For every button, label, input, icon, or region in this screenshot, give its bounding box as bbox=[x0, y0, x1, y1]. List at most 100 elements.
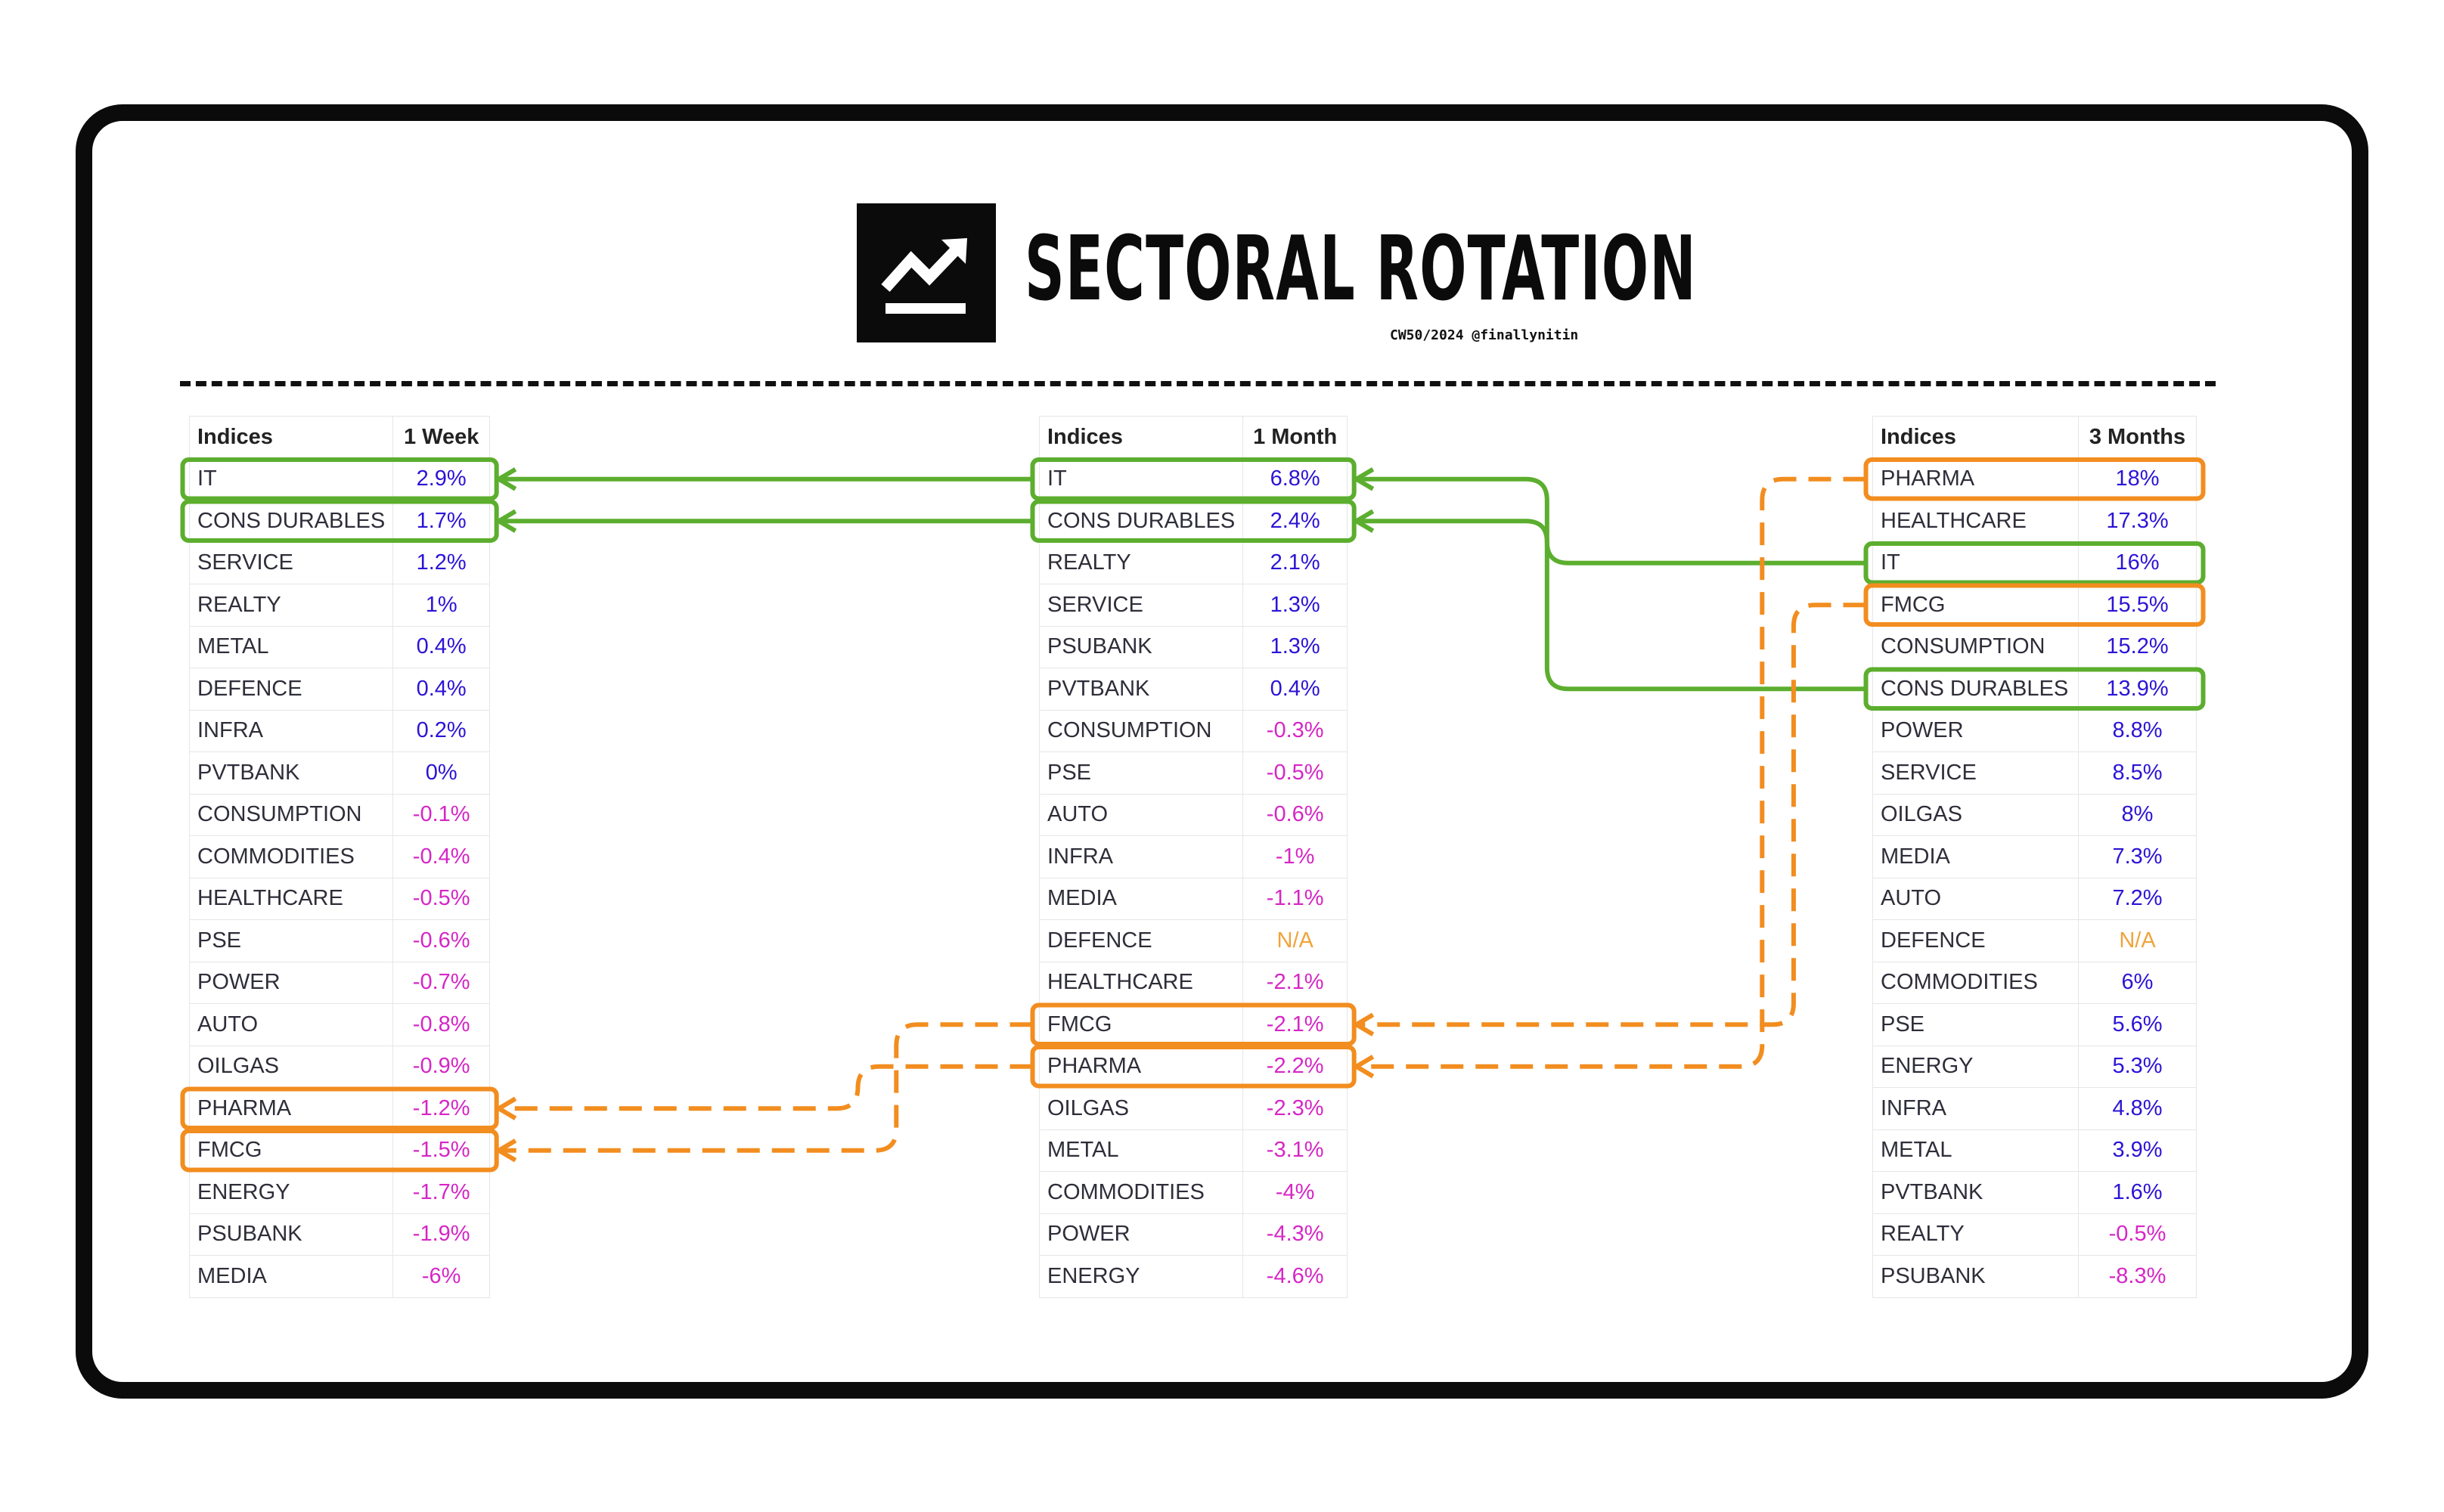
index-name: DEFENCE bbox=[188, 668, 394, 711]
index-name: SERVICE bbox=[1038, 584, 1244, 627]
highlight-box-orange bbox=[1030, 1045, 1357, 1089]
index-name: DEFENCE bbox=[1872, 919, 2079, 962]
index-value: 1.2% bbox=[392, 541, 491, 584]
index-value: -0.8% bbox=[392, 1003, 491, 1046]
index-value: 1% bbox=[392, 584, 491, 627]
index-value: 3.9% bbox=[2078, 1129, 2197, 1172]
column-header-period: 1 Week bbox=[392, 416, 491, 459]
index-value: 4.8% bbox=[2078, 1087, 2197, 1130]
index-name: PSE bbox=[1872, 1003, 2079, 1046]
highlight-box-orange bbox=[1863, 457, 2206, 501]
index-name: ENERGY bbox=[188, 1171, 394, 1214]
index-name: POWER bbox=[1038, 1213, 1244, 1256]
table-row-pse: PSE-0.6% bbox=[188, 919, 491, 962]
table-row-infra: INFRA-1% bbox=[1038, 835, 1348, 878]
index-name: PVTBANK bbox=[1038, 668, 1244, 711]
table-row-healthcare: HEALTHCARE-2.1% bbox=[1038, 961, 1348, 1004]
index-value: 15.2% bbox=[2078, 625, 2197, 668]
index-value: 2.4% bbox=[1242, 500, 1348, 543]
index-name: COMMODITIES bbox=[1038, 1171, 1244, 1214]
dashed-divider bbox=[180, 381, 2216, 386]
green-connector-it bbox=[1356, 476, 1866, 565]
index-name: INFRA bbox=[1872, 1087, 2079, 1130]
index-value: 0.4% bbox=[392, 625, 491, 668]
table-row-consumption: CONSUMPTION-0.3% bbox=[1038, 709, 1348, 752]
highlight-box-orange bbox=[1030, 1002, 1357, 1046]
index-name: PHARMA bbox=[1872, 457, 2079, 500]
index-name: HEALTHCARE bbox=[188, 877, 394, 920]
index-name: INFRA bbox=[1038, 835, 1244, 878]
index-value: 16% bbox=[2078, 541, 2197, 584]
index-name: IT bbox=[188, 457, 394, 500]
table-row-psubank: PSUBANK-8.3% bbox=[1872, 1255, 2197, 1298]
arrow-head-it bbox=[494, 467, 517, 491]
index-value: -4% bbox=[1242, 1171, 1348, 1214]
highlight-box-green bbox=[1863, 667, 2206, 711]
index-value: -0.3% bbox=[1242, 709, 1348, 752]
highlight-box-green bbox=[180, 457, 499, 501]
index-name: HEALTHCARE bbox=[1038, 961, 1244, 1004]
table-row-energy: ENERGY-4.6% bbox=[1038, 1255, 1348, 1298]
index-value: -0.5% bbox=[2078, 1213, 2197, 1256]
index-name: OILGAS bbox=[1872, 793, 2079, 836]
index-name: MEDIA bbox=[1872, 835, 2079, 878]
arrow-head-cons-durables bbox=[1351, 509, 1375, 533]
orange-connector-fmcg bbox=[498, 1022, 1033, 1153]
table-row-psubank: PSUBANK-1.9% bbox=[188, 1213, 491, 1256]
index-value: -0.6% bbox=[392, 919, 491, 962]
index-name: COMMODITIES bbox=[1872, 961, 2079, 1004]
index-name: IT bbox=[1872, 541, 2079, 584]
index-name: METAL bbox=[1872, 1129, 2079, 1172]
highlight-box-green bbox=[180, 499, 499, 543]
index-value: -1% bbox=[1242, 835, 1348, 878]
trend-chart-icon bbox=[857, 203, 996, 342]
index-value: 8.5% bbox=[2078, 751, 2197, 795]
table-header-row: Indices 3 Months bbox=[1872, 416, 2197, 459]
index-name: ENERGY bbox=[1872, 1045, 2079, 1088]
index-value: 7.2% bbox=[2078, 877, 2197, 920]
index-value: 17.3% bbox=[2078, 500, 2197, 543]
index-value: -2.1% bbox=[1242, 1003, 1348, 1046]
table-row-fmcg: FMCG-1.5% bbox=[188, 1129, 491, 1172]
table-row-oilgas: OILGAS-2.3% bbox=[1038, 1087, 1348, 1130]
table-header-row: Indices 1 Week bbox=[188, 416, 491, 459]
index-name: AUTO bbox=[188, 1003, 394, 1046]
index-name: IT bbox=[1038, 457, 1244, 500]
index-name: FMCG bbox=[188, 1129, 394, 1172]
index-value: -1.2% bbox=[392, 1087, 491, 1130]
index-value: -4.6% bbox=[1242, 1255, 1348, 1298]
orange-connector-pharma bbox=[498, 1064, 1033, 1111]
page-title: SECTORAL ROTATION bbox=[1025, 216, 1697, 321]
arrow-head-pharma bbox=[1351, 1055, 1375, 1079]
table-row-healthcare: HEALTHCARE-0.5% bbox=[188, 877, 491, 920]
orange-connector-pharma bbox=[1356, 476, 1866, 1069]
highlight-box-green bbox=[1863, 541, 2206, 585]
index-value: 7.3% bbox=[2078, 835, 2197, 878]
index-name: PHARMA bbox=[188, 1087, 394, 1130]
highlight-box-orange bbox=[180, 1086, 499, 1130]
index-value: -0.4% bbox=[392, 835, 491, 878]
index-value: -4.3% bbox=[1242, 1213, 1348, 1256]
index-value: 2.1% bbox=[1242, 541, 1348, 584]
table-row-commodities: COMMODITIES-4% bbox=[1038, 1171, 1348, 1214]
index-name: POWER bbox=[1872, 709, 2079, 752]
index-name: REALTY bbox=[188, 584, 394, 627]
index-name: CONSUMPTION bbox=[1038, 709, 1244, 752]
table-row-pharma: PHARMA-1.2% bbox=[188, 1087, 491, 1130]
